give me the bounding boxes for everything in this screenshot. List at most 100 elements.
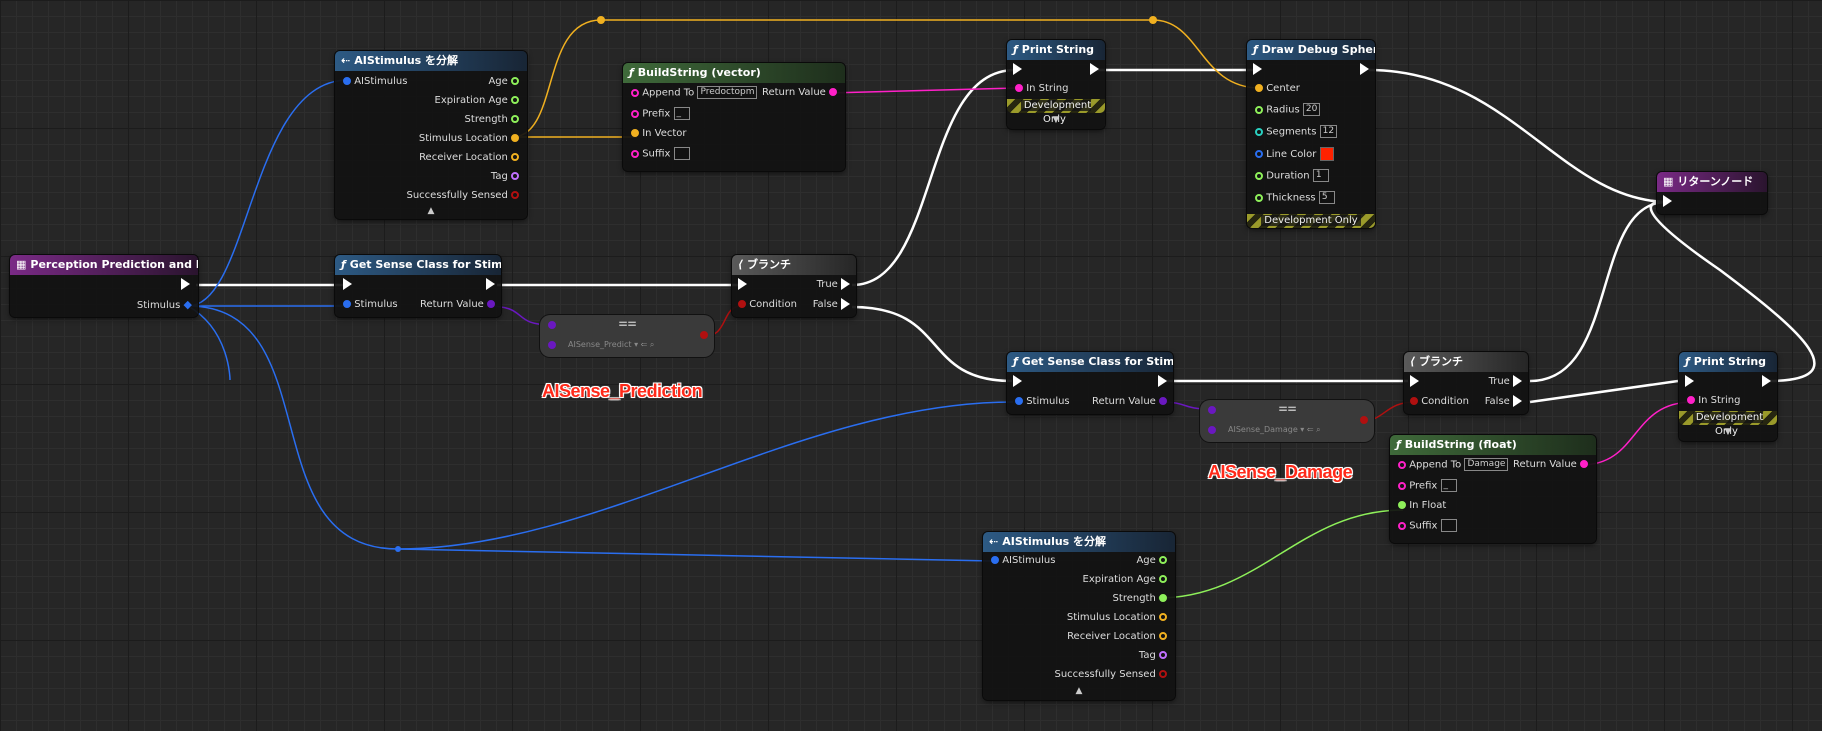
return-value-out-pin[interactable]: Return Value [1513,458,1588,472]
tag-out-pin[interactable]: Tag [1139,649,1167,663]
event-node-header[interactable]: ▦Perception Prediction and Damage [10,255,198,275]
exec-out-pin[interactable] [1158,375,1167,389]
segments-field[interactable]: 12 [1319,125,1338,138]
successfully-sensed-out-pin[interactable]: Successfully Sensed [406,189,519,203]
prefix-in-pin[interactable]: Prefix _ [1398,479,1457,494]
in-vector-in-pin[interactable]: In Vector [631,127,687,141]
line-color-swatch[interactable] [1319,147,1334,161]
exec-out-pin[interactable] [181,278,190,292]
tag-out-pin[interactable]: Tag [491,170,519,184]
append-to-in-pin[interactable]: Append To Predoctopm [631,86,758,101]
break-node-header[interactable]: ⇠AIStimulus を分解 [983,532,1175,552]
exec-in-pin[interactable] [1013,375,1022,389]
prefix-field[interactable]: _ [1440,479,1457,492]
exec-in-pin[interactable] [1013,63,1022,77]
exec-out-pin[interactable] [1762,375,1771,389]
suffix-field[interactable] [1440,519,1457,532]
collapse-arrow-icon[interactable]: ▲ [427,206,435,216]
receiver-location-out-pin[interactable]: Receiver Location [419,151,519,165]
receiver-location-out-pin[interactable]: Receiver Location [1067,630,1167,644]
branch-header[interactable]: ⟨ブランチ [732,255,856,275]
exec-in-pin[interactable] [738,278,747,292]
exec-in-pin[interactable] [1253,63,1262,77]
exec-in-pin[interactable] [1663,195,1672,209]
break-stimulus-node-1[interactable]: ⇠AIStimulus を分解 AIStimulus Age Expiratio… [335,51,527,219]
age-out-pin[interactable]: Age [1136,554,1167,568]
return-value-out-pin[interactable]: Return Value [420,298,495,312]
exec-in-pin[interactable] [343,278,352,292]
strength-out-pin[interactable]: Strength [1113,592,1167,606]
suffix-field[interactable] [673,147,690,160]
equal-node-2[interactable]: == AISense_Damage ▾ ⇐ ⌕ [1200,400,1374,442]
condition-in-pin[interactable]: Condition [738,298,797,312]
true-out-pin[interactable]: True [1489,375,1522,389]
age-out-pin[interactable]: Age [488,75,519,89]
equal-node-1[interactable]: == AISense_Predict ▾ ⇐ ⌕ [540,315,714,357]
aistimulus-in-pin[interactable]: AIStimulus [343,75,407,89]
successfully-sensed-out-pin[interactable]: Successfully Sensed [1054,668,1167,682]
class-pin-icon[interactable] [548,341,556,349]
return-value-out-pin[interactable]: Return Value [1092,395,1167,409]
suffix-in-pin[interactable]: Suffix [631,147,690,162]
false-out-pin[interactable]: False [813,298,850,312]
stimulus-out-pin[interactable]: Stimulus ◆ [136,298,192,311]
duration-field[interactable]: 1 [1312,169,1329,182]
prefix-field[interactable]: _ [673,107,690,120]
prefix-in-pin[interactable]: Prefix _ [631,107,690,122]
stimulus-location-out-pin[interactable]: Stimulus Location [1067,611,1167,625]
bool-pin-icon[interactable] [700,331,708,339]
expand-arrow-icon[interactable]: ▼ [1052,115,1060,125]
suffix-in-pin[interactable]: Suffix [1398,519,1457,534]
return-value-out-pin[interactable]: Return Value [762,86,837,100]
expiration-age-out-pin[interactable]: Expiration Age [435,94,519,108]
bool-pin-icon[interactable] [1360,416,1368,424]
radius-field[interactable]: 20 [1302,103,1321,116]
in-string-pin[interactable]: In String [1687,394,1741,408]
stimulus-location-out-pin[interactable]: Stimulus Location [419,132,519,146]
line-color-in-pin[interactable]: Line Color [1255,147,1334,162]
strength-out-pin[interactable]: Strength [465,113,519,127]
append-to-field[interactable]: Predoctopm [697,86,758,99]
thickness-in-pin[interactable]: Thickness 5 [1255,191,1335,206]
segments-in-pin[interactable]: Segments 12 [1255,125,1338,140]
exec-in-pin[interactable] [1410,375,1419,389]
thickness-field[interactable]: 5 [1318,191,1335,204]
radius-in-pin[interactable]: Radius 20 [1255,103,1321,118]
branch-header[interactable]: ⟨ブランチ [1404,352,1528,372]
return-node[interactable]: ▦リターンノード [1657,172,1767,214]
collapse-arrow-icon[interactable]: ▲ [1075,686,1083,696]
expand-arrow-icon[interactable]: ▼ [1724,427,1732,437]
stimulus-in-pin[interactable]: Stimulus [1015,395,1070,409]
true-out-pin[interactable]: True [817,278,850,292]
break-stimulus-node-2[interactable]: ⇠AIStimulus を分解 AIStimulus Age Expiratio… [983,532,1175,700]
branch-node-2[interactable]: ⟨ブランチ True Condition False [1404,352,1528,414]
stimulus-in-pin[interactable]: Stimulus [343,298,398,312]
false-out-pin[interactable]: False [1485,395,1522,409]
class-pin-icon[interactable] [548,321,556,329]
in-float-in-pin[interactable]: In Float [1398,499,1446,513]
event-node[interactable]: ▦Perception Prediction and Damage Stimul… [10,255,198,317]
aistimulus-in-pin[interactable]: AIStimulus [991,554,1055,568]
break-node-header[interactable]: ⇠AIStimulus を分解 [335,51,527,71]
center-in-pin[interactable]: Center [1255,82,1300,96]
sense-class-dropdown[interactable]: AISense_Predict ▾ ⇐ ⌕ [568,340,655,349]
expiration-age-out-pin[interactable]: Expiration Age [1083,573,1167,587]
exec-out-pin[interactable] [1360,63,1369,77]
class-pin-icon[interactable] [1208,406,1216,414]
append-to-in-pin[interactable]: Append To Damage [1398,458,1509,473]
class-pin-icon[interactable] [1208,426,1216,434]
condition-in-pin[interactable]: Condition [1410,395,1469,409]
exec-in-pin[interactable] [1685,375,1694,389]
